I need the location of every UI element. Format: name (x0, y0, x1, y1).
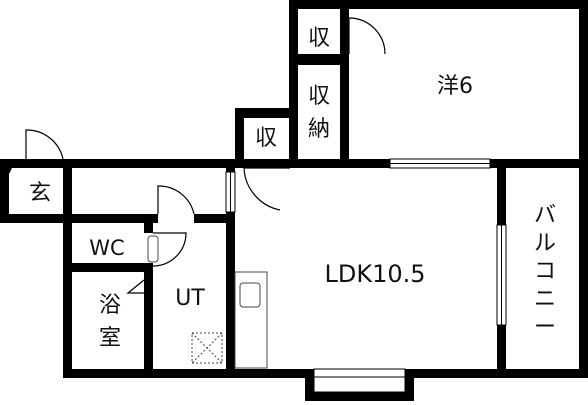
wall-ldk-left (226, 168, 235, 370)
wall-corridor-bottom (63, 214, 158, 223)
toilet-bowl (147, 235, 159, 263)
label-bath-top: 浴 (99, 293, 121, 318)
label-bath-bottom: 室 (99, 326, 121, 351)
wall-balcony-top (497, 159, 588, 168)
wall-wc-bottom (63, 263, 153, 272)
entrance-bevel (0, 168, 12, 192)
label-storage-mid: 収 (255, 126, 277, 151)
fixtures (147, 235, 268, 369)
label-balcony-1: バ (534, 203, 556, 228)
wall-window-bottom (305, 392, 414, 401)
windows (225, 158, 507, 393)
label-storage-small: 収 (308, 26, 330, 51)
label-balcony-5: ー (534, 315, 556, 340)
wall-closet-divider (340, 9, 349, 159)
wall-entrance-left (0, 159, 9, 223)
window-ldk-bottom (313, 368, 406, 393)
sink (239, 282, 261, 308)
label-utility: UT (175, 286, 205, 311)
door-bath (126, 279, 145, 294)
wall-bottom-right (413, 369, 513, 378)
label-ldk: LDK10.5 (324, 260, 425, 288)
door-storage-small (348, 17, 386, 55)
wall-western-right (579, 0, 588, 166)
wall-window-left (305, 369, 314, 400)
label-storage-closet-bottom: 納 (308, 117, 330, 142)
wall-wc-right (144, 223, 153, 233)
wall-corridor-top (0, 159, 588, 168)
wall-wc-left (63, 214, 72, 378)
label-balcony-4: ニ (534, 287, 556, 312)
wall-balcony-right (579, 159, 588, 378)
label-balcony-2: ル (534, 231, 556, 256)
wall-western-left (289, 0, 298, 65)
wall-balcony-bottom (506, 369, 588, 378)
label-balcony-3: コ (534, 259, 556, 284)
labels: 洋6 収 収 納 収 玄 WC 浴 室 UT LDK10.5 バ ル コ ニ ー (29, 26, 556, 351)
wall-entrance-right (63, 168, 72, 223)
wall-storage-mid-top (235, 108, 298, 118)
wall-western-top (289, 0, 588, 9)
door-storage-mid-arc (243, 167, 281, 211)
kitchen-counter (234, 271, 268, 369)
wall-closet-mid (289, 54, 349, 65)
wall-storage-mid-left (235, 108, 244, 166)
door-corridor (157, 185, 195, 215)
wall-entrance-bottom (0, 214, 72, 223)
label-entrance: 玄 (29, 181, 51, 206)
wall-bath-right (144, 263, 153, 378)
label-western-room: 洋6 (437, 74, 473, 99)
wall-window-right (405, 369, 414, 400)
washer-pan (191, 332, 223, 364)
wall-corridor-bottom-2 (194, 214, 226, 223)
wall-bottom (63, 369, 313, 378)
doors (25, 17, 386, 294)
door-entrance (25, 129, 64, 160)
door-wc (152, 232, 187, 267)
label-toilet: WC (89, 236, 124, 260)
label-storage-closet-top: 収 (308, 84, 330, 109)
